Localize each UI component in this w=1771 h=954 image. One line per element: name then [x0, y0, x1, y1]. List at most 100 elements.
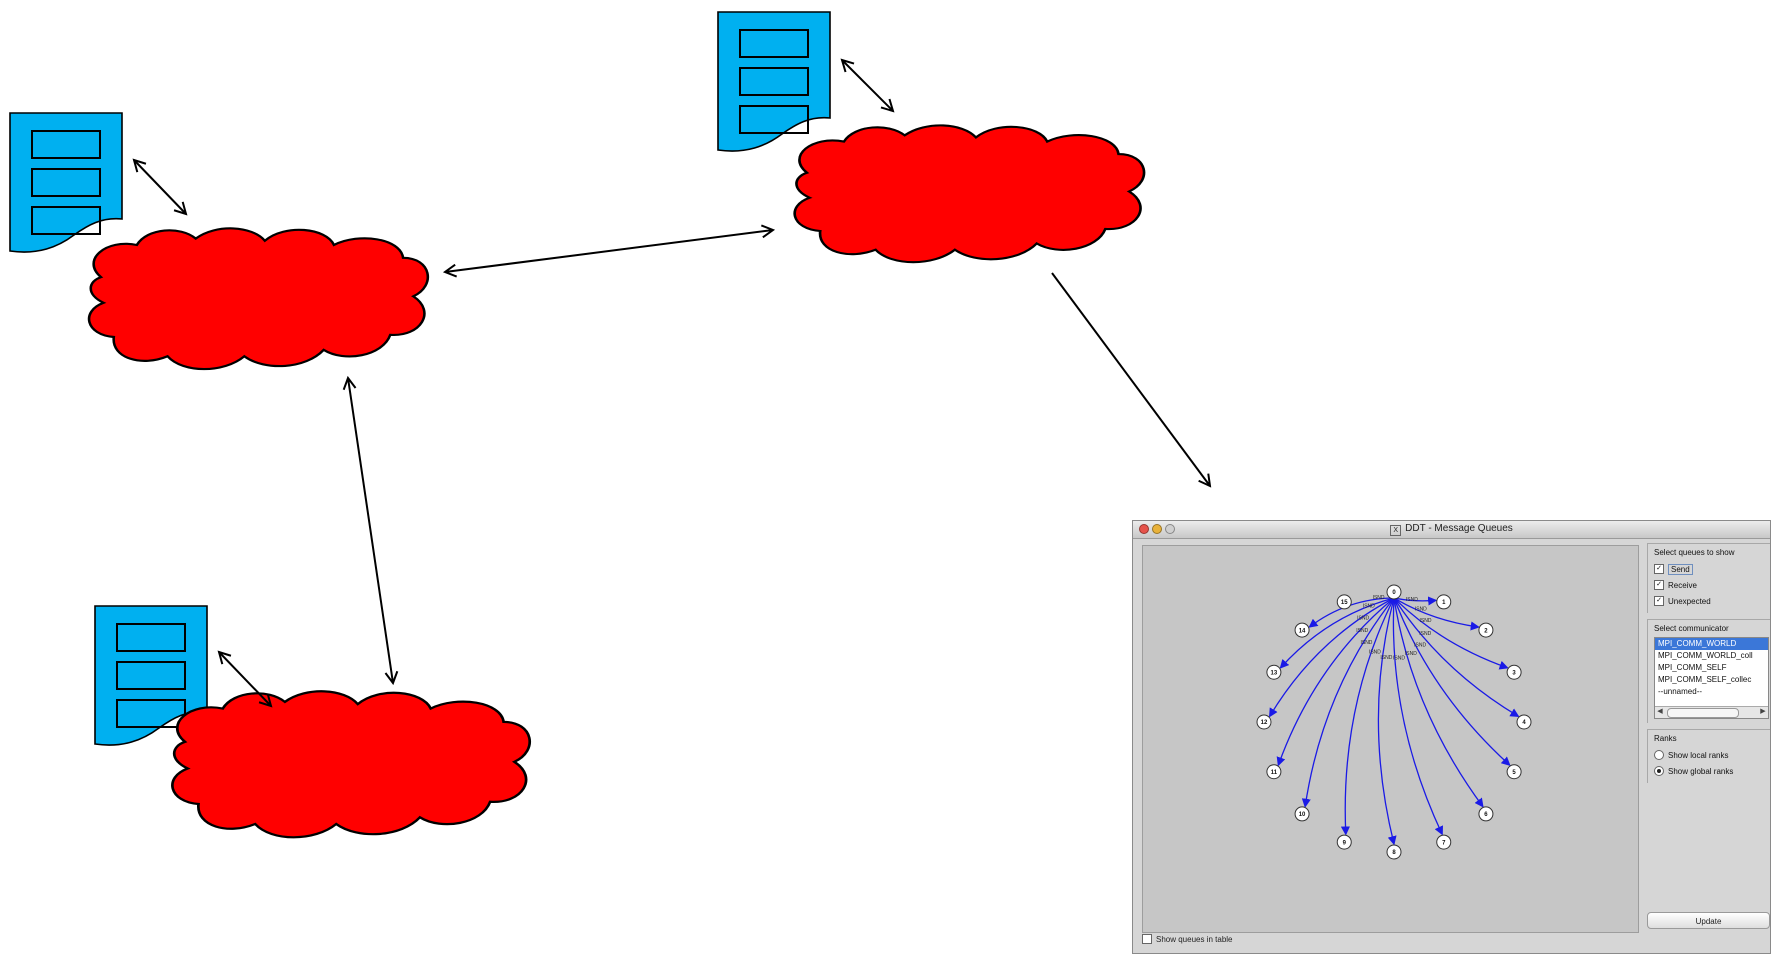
rank-node-label: 5 [1512, 770, 1516, 776]
rank-node[interactable] [1436, 834, 1452, 850]
queue-edge [1393, 597, 1509, 670]
communicator-item[interactable]: MPI_COMM_WORLD [1655, 638, 1768, 650]
queue-edge [1393, 597, 1480, 631]
scroll-right-icon[interactable]: ▶ [1760, 708, 1766, 715]
rank-node[interactable] [1516, 714, 1532, 730]
rank-node[interactable] [1386, 844, 1402, 860]
rank-node[interactable] [1336, 594, 1352, 610]
rank-node[interactable] [1294, 622, 1310, 638]
arrow [1051, 272, 1210, 486]
edge-label: ISND [1373, 595, 1385, 601]
queue-option-receive[interactable]: Receive [1654, 577, 1770, 593]
queue-graph: ISND ISND ISND ISND ISND ISND ISND ISND ISND ISND… [1256, 584, 1532, 860]
queue-edge [1393, 597, 1484, 808]
queue-edge [1279, 597, 1395, 669]
rank-node-label: 8 [1392, 850, 1396, 856]
document-icon [9, 112, 123, 254]
rank-node[interactable] [1266, 664, 1282, 680]
ranks-option-local[interactable]: Show local ranks [1654, 747, 1770, 763]
document-icon [717, 11, 831, 153]
ranks-option-global[interactable]: Show global ranks [1654, 763, 1770, 779]
cloud-shape [793, 124, 1146, 264]
queue-option-send[interactable]: Send [1654, 561, 1770, 577]
local-ranks-radio[interactable] [1654, 750, 1664, 760]
options-panel: Select queues to show Send Receive Unexp… [1647, 543, 1770, 789]
queue-edge [1377, 597, 1397, 846]
zoom-window-icon[interactable] [1165, 524, 1175, 534]
communicator-item[interactable]: MPI_COMM_WORLD_coll [1658, 651, 1753, 660]
queue-edge [1392, 597, 1443, 836]
queue-option-unexpected[interactable]: Unexpected [1654, 593, 1770, 609]
cloud-shape [87, 227, 430, 371]
update-button[interactable]: Update [1647, 912, 1770, 929]
list-horizontal-scrollbar[interactable]: ◀ ▶ [1655, 706, 1768, 718]
edge-label: ISND [1357, 615, 1369, 621]
queues-group: Select queues to show Send Receive Unexp… [1647, 543, 1770, 613]
rank-node[interactable] [1478, 622, 1494, 638]
rank-node[interactable] [1266, 764, 1282, 780]
close-window-icon[interactable] [1139, 524, 1149, 534]
ranks-group: Ranks Show local ranks Show global ranks [1647, 729, 1770, 783]
rank-node-label: 11 [1271, 770, 1278, 776]
unexpected-checkbox[interactable] [1654, 596, 1664, 606]
show-table-checkbox[interactable] [1142, 934, 1152, 944]
rank-node-label: 15 [1341, 600, 1348, 606]
receive-checkbox[interactable] [1654, 580, 1664, 590]
global-ranks-radio[interactable] [1654, 766, 1664, 776]
scroll-left-icon[interactable]: ◀ [1657, 708, 1663, 715]
show-table-label: Show queues in table [1156, 934, 1233, 944]
queue-edge [1393, 597, 1511, 766]
queue-edge [1301, 597, 1395, 808]
rank-node[interactable] [1294, 806, 1310, 822]
send-checkbox[interactable] [1654, 564, 1664, 574]
rank-node[interactable] [1256, 714, 1272, 730]
rank-node-label: 14 [1299, 628, 1306, 634]
rank-node-label: 0 [1392, 590, 1396, 596]
rank-node-label: 6 [1484, 812, 1488, 818]
rank-node-label: 2 [1484, 628, 1488, 634]
table-toggle[interactable]: Show queues in table [1142, 934, 1233, 944]
edge-label: ISND [1419, 631, 1431, 637]
rank-node-label: 12 [1261, 720, 1268, 726]
queue-edge [1340, 597, 1395, 836]
rank-node[interactable] [1386, 584, 1402, 600]
communicator-item[interactable]: MPI_COMM_SELF_collec [1658, 675, 1752, 684]
edge-label: ISND [1420, 618, 1432, 624]
rank-node[interactable] [1478, 806, 1494, 822]
rank-node[interactable] [1436, 594, 1452, 610]
edge-label: ISND [1360, 640, 1372, 646]
double-arrow [842, 60, 893, 111]
rank-node[interactable] [1336, 834, 1352, 850]
queue-edge [1268, 597, 1395, 718]
queues-group-title: Select queues to show [1654, 548, 1735, 557]
ranks-group-title: Ranks [1654, 734, 1677, 743]
double-arrow [219, 652, 271, 706]
queue-edge [1393, 597, 1520, 718]
double-arrow [445, 230, 773, 272]
minimize-window-icon[interactable] [1152, 524, 1162, 534]
edge-label: ISND [1405, 651, 1417, 657]
rank-node[interactable] [1506, 664, 1522, 680]
window-title: DDT - Message Queues [1405, 523, 1513, 534]
communicator-item[interactable]: MPI_COMM_SELF [1658, 663, 1727, 672]
rank-node[interactable] [1506, 764, 1522, 780]
send-label: Send [1668, 563, 1693, 575]
rank-node-label: 13 [1271, 670, 1278, 676]
rank-node-label: 10 [1299, 812, 1306, 818]
communicator-item[interactable]: --unnamed-- [1658, 687, 1703, 696]
receive-label: Receive [1668, 580, 1697, 590]
rank-node-label: 3 [1512, 670, 1516, 676]
edge-label: ISND [1369, 650, 1381, 656]
queue-graph-canvas[interactable]: ISND ISND ISND ISND ISND ISND ISND ISND ISND ISND… [1142, 545, 1639, 933]
scroll-thumb[interactable] [1667, 708, 1739, 718]
communicator-list[interactable]: MPI_COMM_WORLD MPI_COMM_WORLD_coll MPI_C… [1654, 637, 1769, 719]
unexpected-label: Unexpected [1668, 596, 1711, 606]
edge-label: ISND [1406, 597, 1418, 603]
edge-label: ISND [1356, 628, 1368, 634]
edge-label: ISND [1363, 604, 1375, 610]
rank-node-label: 9 [1343, 840, 1347, 846]
